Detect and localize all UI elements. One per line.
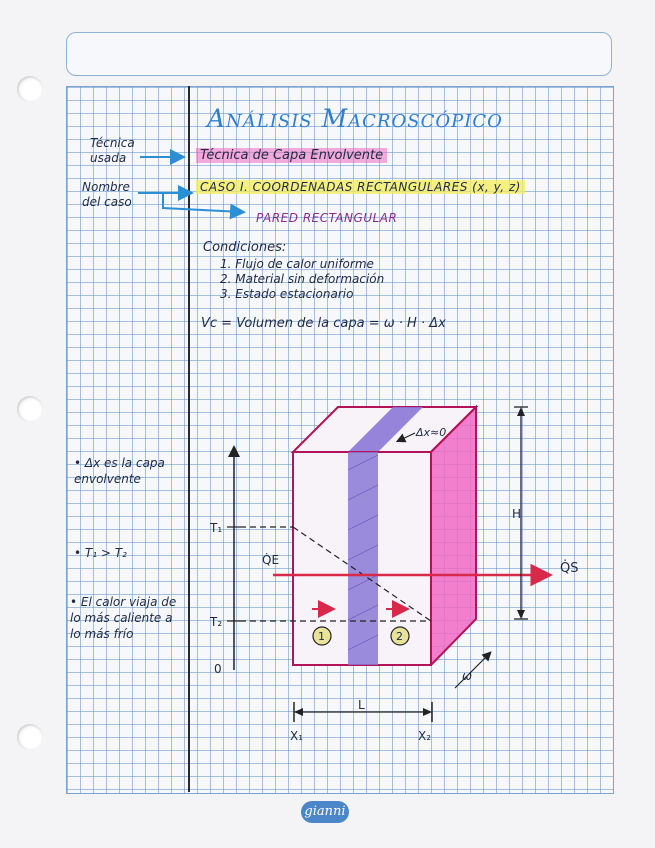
page-title: Análisis Macroscópico bbox=[207, 104, 503, 133]
point-1-circle bbox=[312, 626, 332, 646]
tecnica-value-text: Técnica de Capa Envolvente bbox=[196, 148, 388, 163]
caso-value: CASO I. COORDENADAS RECTANGULARES (x, y,… bbox=[196, 180, 525, 194]
layer-hatch bbox=[347, 454, 379, 651]
binder-hole bbox=[17, 396, 43, 422]
tecnica-label: Técnica usada bbox=[90, 136, 135, 165]
pared-arrow bbox=[162, 193, 246, 220]
condition-item: 3. Estado estacionario bbox=[220, 287, 354, 301]
point-2-circle bbox=[390, 626, 410, 646]
binder-hole bbox=[17, 724, 43, 750]
omega-label: ω bbox=[462, 669, 472, 683]
caso-value-text: CASO I. COORDENADAS RECTANGULARES (x, y,… bbox=[196, 180, 525, 194]
side-note: • El calor viaja de lo más caliente a lo… bbox=[70, 595, 177, 641]
l-label: L bbox=[358, 698, 365, 712]
conditions-heading: Condiciones: bbox=[203, 240, 287, 255]
volume-formula: Vc = Volumen de la capa = ω · H · Δx bbox=[201, 316, 446, 331]
x1-label: X₁ bbox=[290, 729, 303, 743]
brand-logo: gianni bbox=[301, 801, 349, 823]
omega-dimension bbox=[454, 651, 492, 689]
condition-item: 2. Material sin deformación bbox=[220, 272, 385, 286]
side-note: • Δx es la capa envolvente bbox=[74, 456, 165, 486]
box-edges bbox=[430, 404, 477, 666]
qs-label: Q̇S bbox=[560, 561, 578, 576]
layer-top bbox=[348, 407, 423, 452]
box-side-face bbox=[431, 407, 476, 665]
side-note: • T₁ > T₂ bbox=[74, 546, 127, 560]
binder-hole bbox=[17, 76, 43, 102]
zero-label: 0 bbox=[214, 662, 222, 676]
dx-label: Δx≈0 bbox=[415, 426, 446, 439]
layer-front bbox=[348, 452, 378, 665]
dx-arrow bbox=[395, 432, 416, 443]
tecnica-value: Técnica de Capa Envolvente bbox=[196, 148, 388, 163]
margin-line bbox=[188, 86, 190, 792]
page-header-box bbox=[66, 32, 612, 76]
caso-label: Nombre del caso bbox=[82, 180, 132, 209]
t2-label: T₂ bbox=[209, 615, 222, 629]
point-2-label: 2 bbox=[396, 630, 403, 643]
x2-label: X₂ bbox=[418, 729, 431, 743]
h-label: H bbox=[512, 507, 521, 521]
point-1-label: 1 bbox=[318, 630, 325, 643]
t1-label: T₁ bbox=[209, 521, 222, 535]
caso-name: PARED RECTANGULAR bbox=[256, 211, 398, 225]
condition-item: 1. Flujo de calor uniforme bbox=[220, 257, 374, 271]
qe-label: Q̇E bbox=[262, 553, 279, 567]
